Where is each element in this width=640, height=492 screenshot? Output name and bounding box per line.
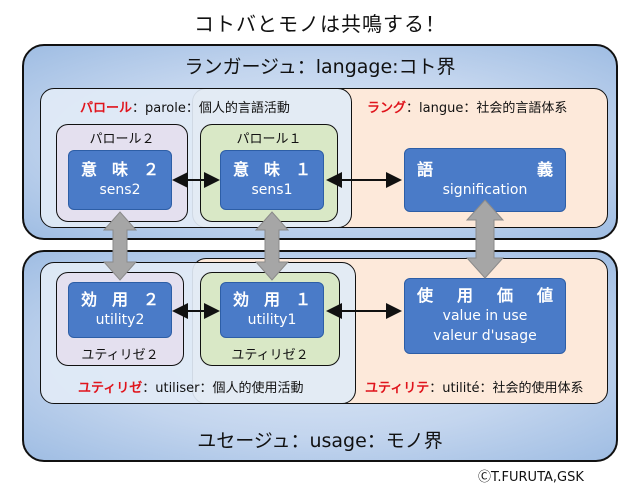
utilite-name: ユティリテ xyxy=(365,381,430,396)
langage-title: ランガージュ：langage:コト界 xyxy=(184,56,456,78)
signification-char-1: 語 xyxy=(417,160,434,179)
signification-en: signification xyxy=(442,182,528,198)
usage-title: ユセージュ：usage：モノ界 xyxy=(197,430,443,452)
utility1-char-2: 用 xyxy=(263,290,280,309)
diagram-title: コトバとモノは共鳴する！ xyxy=(194,12,446,36)
utility1-char-1: 効 xyxy=(233,290,250,309)
value-en-2: valeur d'usage xyxy=(433,328,537,344)
sens2-en: sens2 xyxy=(99,182,141,198)
parole1-label: パロール１ xyxy=(236,132,302,147)
copyright-text: ⒸT.FURUTA,GSK xyxy=(478,470,584,485)
langue-label: ラング：langue：社会的言語体系 xyxy=(367,97,567,116)
utiliser2-label: ユティリゼ２ xyxy=(81,348,159,363)
value-char-4: 値 xyxy=(536,286,553,305)
value-in-use-node: 使 用 価 値 value in use valeur d'usage xyxy=(404,278,566,354)
value-char-2: 用 xyxy=(456,286,473,305)
utiliser-label: ユティリゼ：utiliser：個人的使用活動 xyxy=(78,377,304,396)
langue-name: ラング xyxy=(367,101,407,116)
sens2-char-1: 意 xyxy=(81,160,98,179)
utiliser-name: ユティリゼ xyxy=(78,381,143,396)
utility2-char-1: 効 xyxy=(81,290,98,309)
utility2-char-2: 用 xyxy=(111,290,128,309)
parole-label: パロール：parole：個人的言語活動 xyxy=(80,97,290,116)
sens2-char-2: 味 xyxy=(111,160,128,179)
utility1-char-3: １ xyxy=(294,290,311,309)
utility2-char-3: ２ xyxy=(142,290,159,309)
signification-node: 語 義 signification xyxy=(404,148,566,212)
utilite-gloss: ：utilité：社会的使用体系 xyxy=(429,381,584,396)
value-en-1: value in use xyxy=(442,308,528,324)
sens1-char-1: 意 xyxy=(233,160,250,179)
utility1-en: utility1 xyxy=(247,312,297,328)
parole-name: パロール xyxy=(80,101,133,116)
parole-gloss: ：parole：個人的言語活動 xyxy=(132,101,290,116)
utilite-label: ユティリテ：utilité：社会的使用体系 xyxy=(365,377,584,396)
utiliser1-label: ユティリゼ２ xyxy=(231,348,309,363)
parole2-label: パロール２ xyxy=(89,132,155,147)
utiliser-gloss: ：utiliser：個人的使用活動 xyxy=(142,381,304,396)
sens1-char-3: １ xyxy=(294,160,311,179)
utility2-en: utility2 xyxy=(95,312,145,328)
sens1-en: sens1 xyxy=(251,182,293,198)
sens1-char-2: 味 xyxy=(263,160,280,179)
value-char-3: 価 xyxy=(496,286,513,305)
value-char-1: 使 xyxy=(417,286,434,305)
signification-char-2: 義 xyxy=(536,160,553,179)
sens2-char-3: ２ xyxy=(142,160,159,179)
langue-gloss: ：langue：社会的言語体系 xyxy=(406,101,568,116)
